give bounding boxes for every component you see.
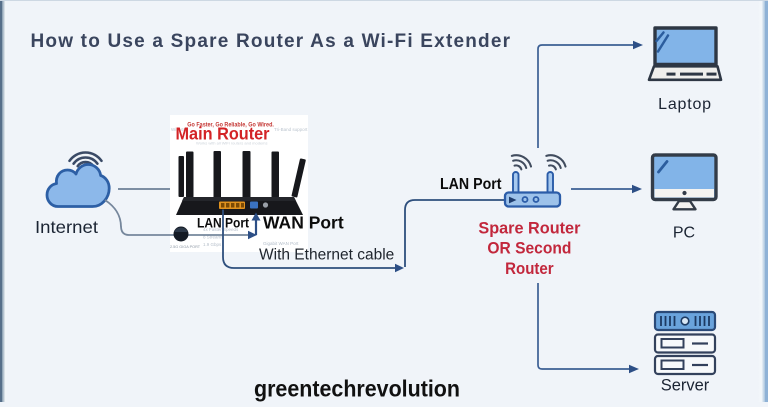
svg-text:Laptop: Laptop	[658, 96, 712, 113]
svg-text:greentechrevolution: greentechrevolution	[254, 376, 460, 402]
svg-text:LAN Port: LAN Port	[440, 176, 502, 193]
svg-text:Server: Server	[661, 377, 710, 395]
svg-text:WiFi 6E: WiFi 6E	[171, 127, 187, 132]
svg-text:PC: PC	[673, 225, 695, 242]
svg-text:Go Faster, Go Reliable, Go Wir: Go Faster, Go Reliable, Go Wired.	[187, 122, 274, 129]
svg-text:Internet: Internet	[35, 217, 98, 237]
svg-text:2.5G GIGA PORT: 2.5G GIGA PORT	[170, 245, 201, 249]
svg-text:How to Use a Spare Router As a: How to Use a Spare Router As a Wi-Fi Ext…	[31, 31, 512, 52]
svg-text:With Ethernet cable: With Ethernet cable	[259, 247, 394, 264]
svg-text:8 Streams: 8 Streams	[203, 235, 224, 240]
svg-text:Tri-Band support: Tri-Band support	[274, 127, 308, 132]
svg-text:1.9 Gbps: 1.9 Gbps	[203, 242, 222, 247]
svg-text:4x Faster Speeds: 4x Faster Speeds	[203, 227, 239, 232]
svg-text:WAN Port: WAN Port	[263, 213, 344, 233]
svg-text:Works with all WiFi routers an: Works with all WiFi routers and modems	[196, 141, 268, 146]
svg-text:Spare Router: Spare Router	[478, 219, 580, 238]
svg-text:Gigabit WAN Port: Gigabit WAN Port	[263, 241, 299, 246]
svg-text:Router: Router	[505, 259, 554, 278]
svg-text:OR Second: OR Second	[487, 239, 571, 258]
svg-text:Main Router: Main Router	[176, 124, 270, 144]
